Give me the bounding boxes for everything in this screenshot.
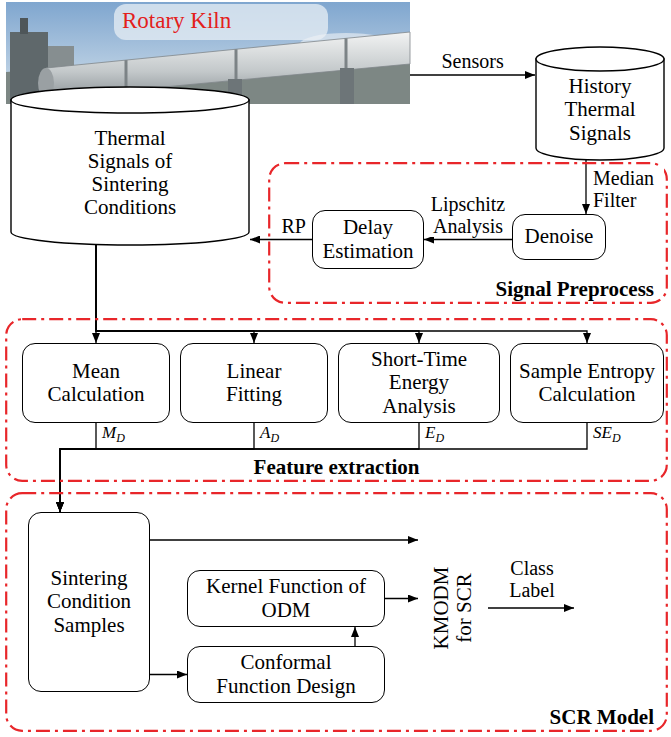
- dashed-region: Mean Calculation Linear Fitting Short-Time…: [5, 318, 668, 482]
- text-holder: Short-Time Energy Analysis: [339, 344, 499, 422]
- text-holder: Denoise: [513, 215, 605, 259]
- edge-label: RP: [280, 215, 306, 237]
- output-label: Class Label: [496, 557, 568, 601]
- connector: [410, 74, 535, 75]
- connector: [60, 423, 587, 512]
- node-text: Linear Fitting: [199, 360, 309, 406]
- node-text: Sintering Condition Samples: [35, 567, 143, 636]
- database-cylinder: History Thermal Signals: [535, 46, 665, 161]
- node-text: Sample Entropy Calculation: [517, 360, 657, 406]
- photo-chimney: [20, 18, 28, 34]
- cylinder-top: [11, 87, 249, 113]
- process-box: Linear Fitting: [180, 343, 328, 423]
- label-base: E: [425, 423, 435, 442]
- kiln-ring: [345, 38, 348, 68]
- process-box: Kernel Function of ODM: [187, 570, 385, 627]
- text-holder: Rotary Kiln: [122, 8, 231, 33]
- kiln-support: [340, 68, 354, 104]
- cylinder-body: [536, 59, 664, 160]
- edge-label: MD: [101, 424, 126, 443]
- text-holder: Sintering Condition Samples: [29, 513, 149, 691]
- node-text: KMODM for SCR: [430, 553, 476, 663]
- kiln-ring: [125, 60, 128, 90]
- node-text: Conformal Function Design: [212, 651, 360, 697]
- text-holder: Conformal Function Design: [188, 647, 384, 702]
- process-box: KMODM for SCR: [418, 520, 488, 696]
- node-text: Denoise: [519, 225, 599, 248]
- process-box: Conformal Function Design: [187, 646, 385, 703]
- connector: [60, 423, 254, 512]
- connector: [150, 674, 187, 675]
- label-subscript: D: [270, 431, 279, 445]
- label-subscript: D: [435, 431, 444, 445]
- edge-label: AD: [259, 424, 280, 443]
- connector: [60, 423, 96, 512]
- label-base: A: [260, 423, 270, 442]
- edge-label: Sensors: [441, 50, 505, 72]
- dash-dot-border: [6, 493, 667, 731]
- text-holder: Mean Calculation: [23, 344, 169, 422]
- connector: [354, 627, 355, 646]
- text-holder: Signal Preprocess: [268, 278, 668, 301]
- node-text: Feature extraction: [254, 456, 420, 479]
- text-holder: Sample Entropy Calculation: [511, 344, 663, 422]
- edge-label: Lipschitz Analysis: [426, 193, 510, 237]
- photo-haze: [114, 4, 328, 40]
- edge-label: SED: [592, 424, 622, 443]
- dash-dot-border: [269, 163, 667, 303]
- node-text: Rotary Kiln: [122, 8, 231, 33]
- connector: [385, 598, 418, 599]
- text-holder: Kernel Function of ODM: [188, 571, 384, 626]
- cylinder-top: [536, 47, 664, 71]
- edge-label: ED: [424, 424, 445, 443]
- connector: [96, 245, 254, 343]
- process-box: Sample Entropy Calculation: [510, 343, 664, 423]
- text-holder: KMODM for SCR: [430, 553, 476, 663]
- dash-dot-border: [6, 319, 667, 481]
- kiln-ring: [235, 49, 238, 79]
- label-base: M: [102, 423, 116, 442]
- output-arrow: [488, 607, 574, 608]
- edge-label: Median Filter: [592, 167, 664, 211]
- connector: [250, 239, 312, 240]
- process-box: Short-Time Energy Analysis: [338, 343, 500, 423]
- text-holder: Feature extraction: [5, 456, 668, 479]
- connector: [150, 539, 418, 540]
- node-text: Thermal Signals of Sintering Conditions: [70, 127, 190, 219]
- node-text: History Thermal Signals: [541, 75, 659, 144]
- cylinder-body: [11, 100, 249, 245]
- database-cylinder: Thermal Signals of Sintering Conditions: [10, 86, 250, 246]
- process-box: Mean Calculation: [22, 343, 170, 423]
- node-text: Kernel Function of ODM: [194, 575, 378, 621]
- node-text: Signal Preprocess: [496, 278, 654, 301]
- connector: [424, 239, 512, 240]
- connector: [585, 160, 586, 214]
- process-box: Delay Estimation: [312, 210, 424, 269]
- process-box: Sintering Condition Samples: [28, 512, 150, 692]
- node-text: SCR Model: [550, 706, 654, 729]
- label-base: SE: [593, 423, 612, 442]
- node-text: Mean Calculation: [41, 360, 151, 406]
- connector: [60, 423, 419, 512]
- text-holder: Delay Estimation: [313, 211, 423, 268]
- label-subscript: D: [116, 431, 125, 445]
- text-holder: History Thermal Signals: [535, 46, 665, 161]
- text-holder: Thermal Signals of Sintering Conditions: [10, 86, 250, 246]
- node-text: Delay Estimation: [319, 216, 417, 262]
- process-box: Denoise: [512, 214, 606, 260]
- text-holder: Linear Fitting: [181, 344, 327, 422]
- label-subscript: D: [612, 431, 621, 445]
- node-text: Short-Time Energy Analysis: [357, 348, 481, 417]
- text-holder: SCR Model: [5, 706, 668, 729]
- dashed-region: Sintering Condition Samples Kernel Functi…: [5, 492, 668, 732]
